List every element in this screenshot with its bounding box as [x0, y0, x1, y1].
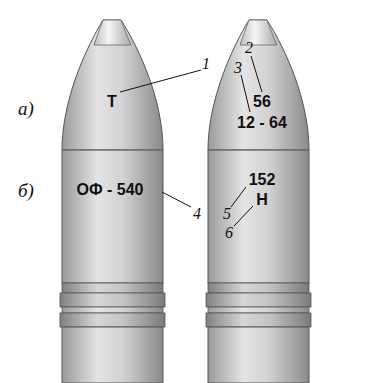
- view-label: б): [18, 181, 34, 200]
- callout-number: 5: [223, 206, 231, 222]
- shell-marking: 56: [253, 94, 271, 110]
- callout-number: 4: [193, 206, 201, 222]
- callout-number: 2: [245, 40, 253, 56]
- shell-marking: 12 - 64: [237, 115, 287, 131]
- shell-marking: Т: [107, 94, 117, 110]
- shell-marking: Н: [256, 192, 268, 208]
- callout-number: 3: [234, 60, 242, 76]
- callout-number: 1: [202, 56, 210, 72]
- shell-left: [60, 20, 165, 383]
- shell-marking: ОФ - 540: [76, 182, 143, 198]
- view-label: а): [18, 99, 34, 118]
- callout-number: 6: [225, 225, 233, 241]
- shell-marking: 152: [249, 172, 276, 188]
- leader-lines: [120, 56, 262, 226]
- shell-right: [206, 20, 311, 383]
